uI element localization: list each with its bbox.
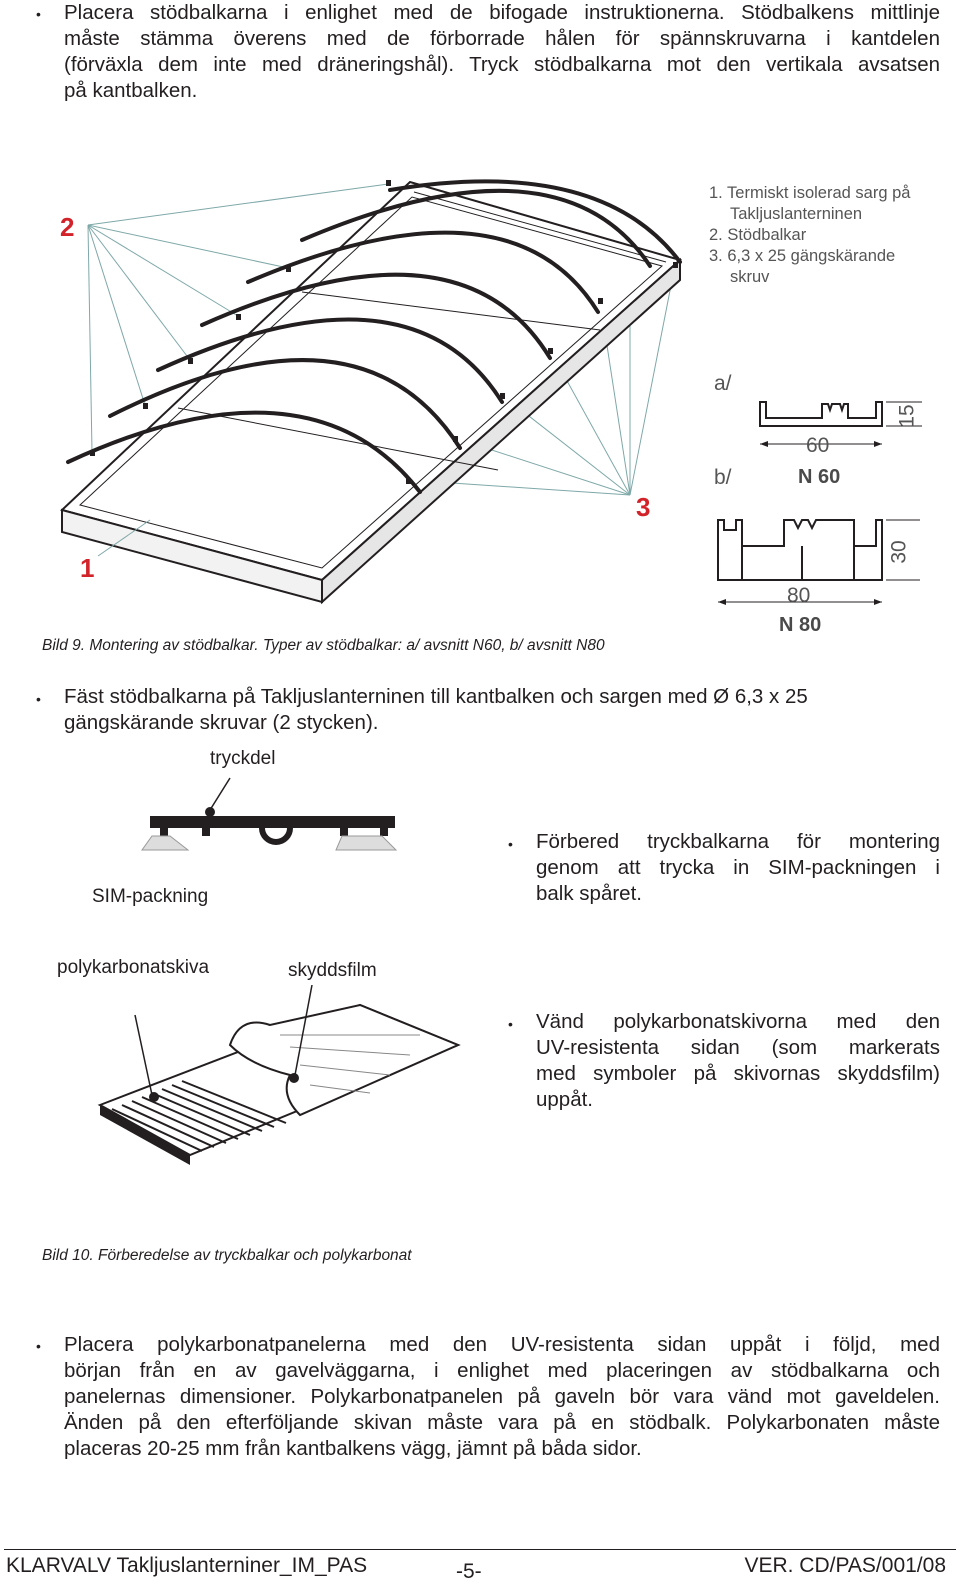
profile-a-width: 60 [806, 434, 830, 457]
fasten-line-1: Fäst stödbalkarna på Takljuslanterninen … [64, 685, 808, 708]
callout-1: 1 [80, 553, 95, 583]
rooflight-assembly-illustration [60, 179, 683, 605]
profile-b-width: 80 [787, 584, 811, 607]
footer-page-number: -5- [456, 1560, 482, 1583]
turn-line-3: med symboler på skivornas skyddsfilm) [536, 1062, 940, 1085]
curb-frame [60, 180, 683, 605]
figure-10-caption: Bild 10. Förberedelse av tryckbalkar och… [42, 1247, 412, 1264]
callout-3: 3 [636, 492, 651, 522]
legend-item-3-cont: skruv [730, 268, 770, 286]
profile-n80-drawing [717, 519, 920, 605]
legend-item-2: 2. Stödbalkar [709, 226, 807, 244]
place-line-2: början från en av gavelväggarna, i enlig… [64, 1359, 940, 1382]
callout-2-leaders [87, 183, 389, 453]
prepare-line-3: balk spåret. [536, 882, 642, 905]
turn-bullet: • [508, 1016, 513, 1032]
screws [90, 180, 678, 484]
fasten-line-2: gängskärande skruvar (2 stycken). [64, 711, 379, 734]
sim-packing-label: SIM-packning [92, 886, 209, 907]
turn-line-2: UV-resistenta sidan (som markerats [536, 1036, 940, 1059]
figure-9-caption: Bild 9. Montering av stödbalkar. Typer a… [42, 637, 605, 654]
prepare-line-1: Förbered tryckbalkarna för montering [536, 830, 940, 853]
legend-item-1-cont: Takljuslanterninen [730, 205, 863, 223]
pressure-beam-drawing [141, 777, 398, 851]
place-line-3: panelernas dimensioner. Polykarbonatpane… [64, 1385, 940, 1408]
place-bullet: • [36, 1338, 41, 1354]
footer-left: KLARVALV Takljuslanterniner_IM_PAS [6, 1554, 368, 1577]
profile-b-name: N 80 [779, 614, 822, 636]
intro-bullet: • [36, 6, 41, 22]
pressure-part-label: tryckdel [210, 748, 276, 769]
support-beams [66, 179, 682, 494]
profile-a-height: 15 [895, 404, 919, 428]
protective-film-label: skyddsfilm [288, 960, 377, 981]
place-line-4: Änden på den efterföljande skivan måste … [64, 1411, 940, 1434]
footer-rule [4, 1549, 956, 1550]
intro-line-3: (förväxla dem inte med dräneringshål). T… [64, 53, 940, 76]
prepare-line-2: genom att trycka in SIM-packningen i [536, 856, 940, 879]
legend-item-3: 3. 6,3 x 25 gängskärande [709, 247, 896, 265]
polycarbonate-label: polykarbonatskiva [57, 957, 210, 978]
polycarbonate-sheet-drawing [97, 985, 461, 1165]
place-line-1: Placera polykarbonatpanelerna med den UV… [64, 1333, 940, 1356]
turn-line-4: uppåt. [536, 1088, 593, 1111]
intro-line-1: Placera stödbalkarna i enlighet med de b… [64, 1, 940, 24]
profile-b-height: 30 [887, 540, 911, 564]
callout-2: 2 [60, 212, 75, 242]
profile-b-tag: b/ [714, 466, 732, 489]
profile-n60-drawing [759, 401, 922, 447]
prepare-bullet: • [508, 836, 513, 852]
fasten-bullet: • [36, 691, 41, 707]
turn-line-1: Vänd polykarbonatskivorna med den [536, 1010, 940, 1033]
profile-a-tag: a/ [714, 372, 732, 395]
place-line-5: placeras 20-25 mm från kantbalkens vägg,… [64, 1437, 642, 1460]
profile-a-name: N 60 [798, 466, 841, 488]
intro-line-4: på kantbalken. [64, 79, 198, 102]
footer-right: VER. CD/PAS/001/08 [744, 1554, 946, 1577]
legend-item-1: 1. Termiskt isolerad sarg på [709, 184, 911, 202]
intro-line-2: måste stämma överens med de förborrade h… [64, 27, 940, 50]
